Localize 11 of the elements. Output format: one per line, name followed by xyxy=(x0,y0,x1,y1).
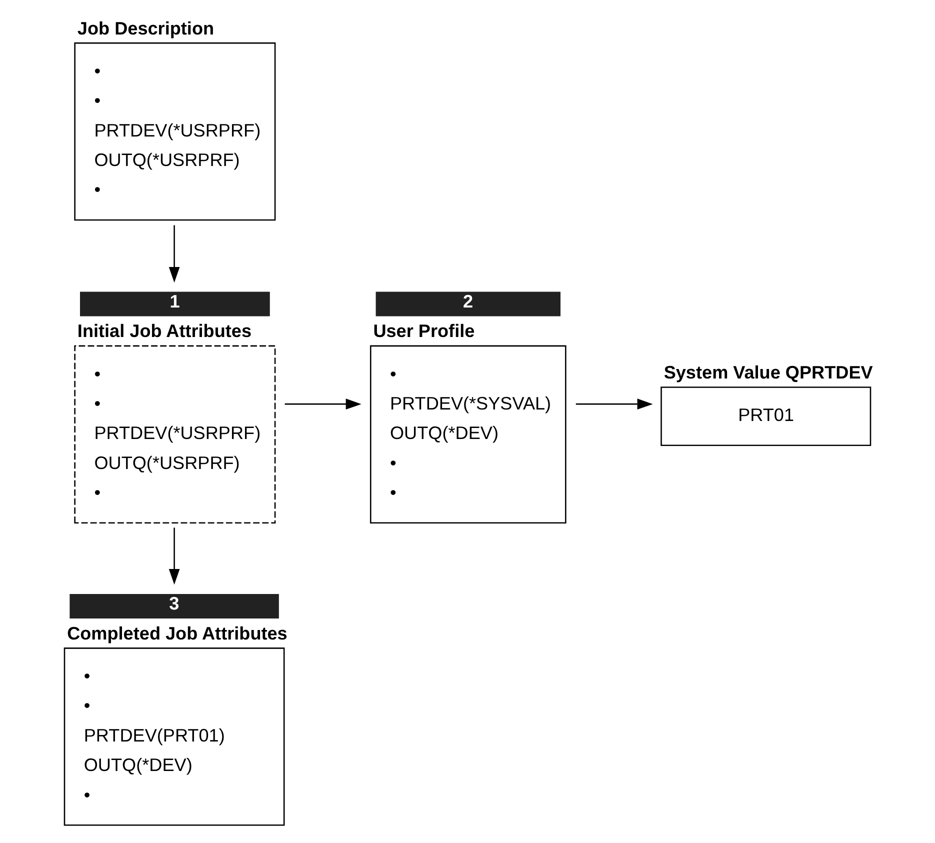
node-label: 3 xyxy=(169,594,180,614)
node-label: 2 xyxy=(462,291,474,312)
node-label: Job Description xyxy=(77,18,214,38)
arrow xyxy=(168,528,180,585)
arrow xyxy=(576,398,653,410)
arrow xyxy=(284,398,362,410)
node-box: • • PRTDEV(*USRPRF) OUTQ(*USRPRF) • xyxy=(74,42,276,221)
arrow xyxy=(168,225,180,283)
node-label: System Value QPRTDEV xyxy=(664,362,873,382)
node-label: 1 xyxy=(170,291,180,312)
node-box: PRT01 xyxy=(660,386,872,446)
